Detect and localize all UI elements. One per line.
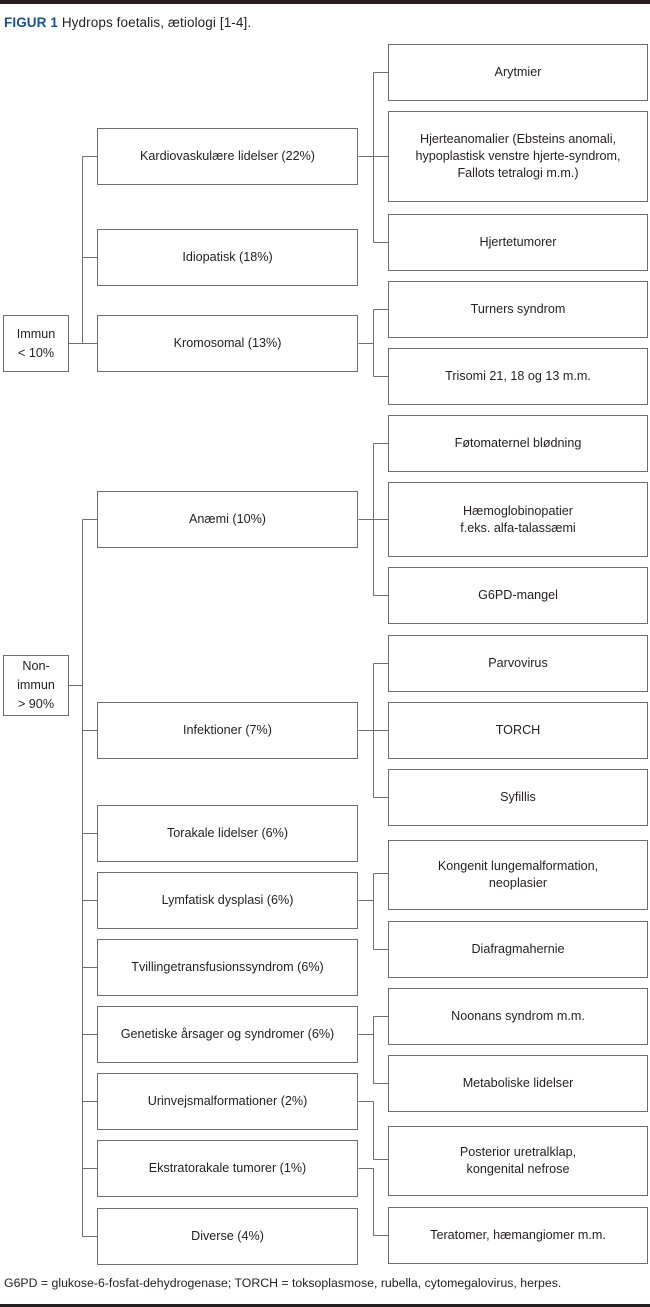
node-detail-foetomaternel-label: Føtomaternel blødning (454, 436, 582, 450)
node-category-infektioner-label: Infektioner (7%) (183, 723, 272, 737)
node-detail-hjerteanomalier-label: Hjerteanomalier (Ebsteins anomali, hypop… (415, 132, 621, 180)
node-category-torakale[interactable]: Torakale lidelser (6%) (97, 805, 358, 862)
node-detail-posterior[interactable]: Posterior uretralklap, kongenital nefros… (388, 1126, 648, 1196)
bottom-rule (0, 1304, 650, 1307)
node-category-tvillinge[interactable]: Tvillingetransfusionssyndrom (6%) (97, 939, 358, 996)
node-category-idiopatisk-label: Idiopatisk (18%) (182, 250, 273, 264)
node-category-ekstratorakale[interactable]: Ekstratorakale tumorer (1%) (97, 1140, 358, 1197)
node-detail-arytmier-label: Arytmier (494, 65, 542, 79)
node-detail-turners-label: Turners syndrom (470, 302, 566, 316)
node-category-infektioner[interactable]: Infektioner (7%) (97, 702, 358, 759)
node-category-ekstratorakale-label: Ekstratorakale tumorer (1%) (148, 1161, 307, 1175)
top-rule (0, 0, 650, 4)
node-detail-hjertetumorer[interactable]: Hjertetumorer (388, 214, 648, 271)
node-detail-hjertetumorer-label: Hjertetumorer (479, 235, 557, 249)
node-category-lymfatisk[interactable]: Lymfatisk dysplasi (6%) (97, 872, 358, 929)
node-category-diverse-label: Diverse (4%) (191, 1229, 264, 1243)
node-detail-kongenit[interactable]: Kongenit lungemalformation, neoplasier (388, 840, 648, 910)
node-detail-torch-label: TORCH (495, 723, 541, 737)
node-category-kromosomal[interactable]: Kromosomal (13%) (97, 315, 358, 372)
node-detail-teratomer[interactable]: Teratomer, hæmangiomer m.m. (388, 1207, 648, 1264)
node-detail-metaboliske[interactable]: Metaboliske lidelser (388, 1055, 648, 1112)
node-category-anaemi-label: Anæmi (10%) (189, 512, 266, 526)
node-detail-parvovirus-label: Parvovirus (488, 656, 548, 670)
node-detail-turners[interactable]: Turners syndrom (388, 281, 648, 338)
node-category-lymfatisk-label: Lymfatisk dysplasi (6%) (161, 893, 294, 907)
node-category-torakale-label: Torakale lidelser (6%) (166, 826, 289, 840)
figure-caption: FIGUR 1 Hydrops foetalis, ætiologi [1-4]… (4, 15, 251, 31)
node-category-kardiovaskulaere[interactable]: Kardiovaskulære lidelser (22%) (97, 128, 358, 185)
node-detail-foetomaternel[interactable]: Føtomaternel blødning (388, 415, 648, 472)
node-detail-metaboliske-label: Metaboliske lidelser (462, 1076, 574, 1090)
node-detail-haemoglobinopatier-label: Hæmoglobinopatier f.eks. alfa-talassæmi (460, 503, 576, 535)
node-category-genetiske[interactable]: Genetiske årsager og syndromer (6%) (97, 1006, 358, 1063)
node-root-nonimmun-label: Non- immun > 90% (17, 659, 55, 711)
node-detail-trisomi-label: Trisomi 21, 18 og 13 m.m. (445, 369, 591, 383)
node-detail-hjerteanomalier[interactable]: Hjerteanomalier (Ebsteins anomali, hypop… (388, 111, 648, 202)
node-detail-parvovirus[interactable]: Parvovirus (388, 635, 648, 692)
node-detail-syfillis[interactable]: Syfillis (388, 769, 648, 826)
node-category-anaemi[interactable]: Anæmi (10%) (97, 491, 358, 548)
node-detail-syfillis-label: Syfillis (500, 790, 536, 804)
node-detail-arytmier[interactable]: Arytmier (388, 44, 648, 101)
figure-label: FIGUR 1 (4, 15, 58, 30)
node-detail-teratomer-label: Teratomer, hæmangiomer m.m. (430, 1228, 606, 1242)
node-detail-diafragmahernie[interactable]: Diafragmahernie (388, 921, 648, 978)
node-detail-haemoglobinopatier[interactable]: Hæmoglobinopatier f.eks. alfa-talassæmi (388, 482, 648, 557)
node-detail-g6pd-label: G6PD-mangel (478, 588, 558, 602)
node-detail-diafragmahernie-label: Diafragmahernie (471, 942, 565, 956)
node-category-urinvejs-label: Urinvejsmalformationer (2%) (147, 1094, 308, 1108)
figure-footnote: G6PD = glukose-6-fosfat-dehydrogenase; T… (4, 1276, 562, 1290)
node-root-immun[interactable]: Immun < 10% (3, 315, 69, 372)
node-category-genetiske-label: Genetiske årsager og syndromer (6%) (120, 1027, 335, 1041)
figure-title: Hydrops foetalis, ætiologi [1-4]. (57, 15, 252, 30)
node-category-tvillinge-label: Tvillingetransfusionssyndrom (6%) (131, 960, 324, 974)
node-detail-noonans[interactable]: Noonans syndrom m.m. (388, 988, 648, 1045)
node-detail-trisomi[interactable]: Trisomi 21, 18 og 13 m.m. (388, 348, 648, 405)
node-detail-torch[interactable]: TORCH (388, 702, 648, 759)
node-detail-kongenit-label: Kongenit lungemalformation, neoplasier (437, 859, 599, 890)
node-category-kromosomal-label: Kromosomal (13%) (173, 336, 282, 350)
node-category-diverse[interactable]: Diverse (4%) (97, 1208, 358, 1265)
node-detail-noonans-label: Noonans syndrom m.m. (451, 1009, 585, 1023)
node-category-idiopatisk[interactable]: Idiopatisk (18%) (97, 229, 358, 286)
node-detail-g6pd[interactable]: G6PD-mangel (388, 567, 648, 624)
node-root-immun-label: Immun < 10% (16, 326, 56, 360)
node-category-kardiovaskulaere-label: Kardiovaskulære lidelser (22%) (140, 149, 315, 163)
node-root-nonimmun[interactable]: Non- immun > 90% (3, 655, 69, 716)
node-detail-posterior-label: Posterior uretralklap, kongenital nefros… (459, 1145, 577, 1176)
node-category-urinvejs[interactable]: Urinvejsmalformationer (2%) (97, 1073, 358, 1130)
